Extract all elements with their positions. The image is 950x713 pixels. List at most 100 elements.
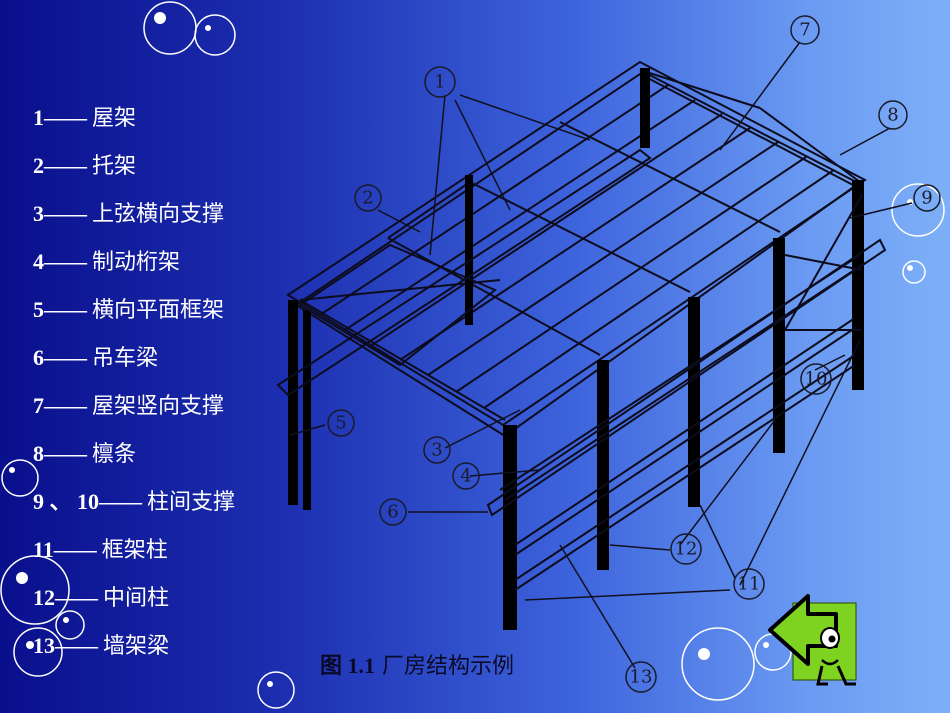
svg-text:7: 7 (799, 20, 810, 41)
leader-lines (289, 41, 913, 669)
callout-1: 1 (424, 66, 456, 98)
legend-dash: —— (44, 441, 87, 466)
legend-label: 横向平面框架 (92, 298, 225, 323)
callout-9: 9 (913, 184, 941, 212)
legend-item: 13——墙架梁 (33, 628, 235, 676)
roof-inner-outline (294, 72, 857, 438)
legend-number: 1 (33, 105, 44, 130)
figure-title: 厂房结构示例 (382, 654, 515, 679)
bubble-icon (681, 627, 755, 701)
legend-number: 9 、 10 (33, 489, 100, 514)
svg-text:3: 3 (431, 440, 442, 461)
svg-text:8: 8 (887, 105, 898, 126)
legend-item: 2——托架 (33, 148, 235, 196)
legend-item: 5——横向平面框架 (33, 292, 235, 340)
column (640, 68, 650, 148)
legend-label: 屋架 (92, 106, 137, 131)
structure-linework (276, 60, 887, 630)
legend-number: 3 (33, 201, 44, 226)
legend-label: 柱间支撑 (147, 490, 236, 515)
pointing-arrow-character-icon[interactable] (768, 594, 857, 686)
bubble-icon (902, 260, 926, 284)
bubble-icon (0, 555, 70, 625)
legend-dash: —— (44, 105, 87, 130)
legend-dash: —— (44, 297, 87, 322)
column (288, 300, 298, 505)
column (465, 175, 473, 325)
legend-dash: —— (44, 249, 87, 274)
callout-7: 7 (790, 15, 820, 45)
svg-text:11: 11 (738, 574, 761, 595)
svg-text:2: 2 (362, 188, 373, 209)
svg-text:9: 9 (921, 188, 932, 209)
legend-label: 制动桁架 (92, 250, 181, 275)
legend-dash: —— (53, 537, 97, 562)
callout-6: 6 (379, 498, 407, 526)
legend-dash: —— (44, 153, 87, 178)
legend-number: 4 (33, 249, 44, 274)
legend-label: 吊车梁 (92, 346, 159, 371)
legend-label: 上弦横向支撑 (92, 202, 225, 227)
callout-3: 3 (423, 436, 451, 464)
legend-number: 6 (33, 345, 44, 370)
svg-text:13: 13 (630, 667, 653, 688)
legend-label: 屋架竖向支撑 (92, 394, 225, 419)
legend-label: 中间柱 (103, 586, 170, 611)
svg-text:1: 1 (434, 72, 445, 93)
roof-truss-front (299, 299, 506, 421)
frame-column (852, 180, 864, 390)
callout-11: 11 (733, 568, 765, 600)
crane-beam-left (276, 148, 652, 397)
frame-column (503, 425, 517, 630)
legend-dash: —— (44, 201, 87, 226)
legend-label: 托架 (92, 154, 137, 179)
roof-outline (286, 60, 867, 427)
callout-12: 12 (670, 533, 702, 565)
legend-dash: —— (55, 633, 98, 658)
frame-column (773, 238, 785, 453)
legend-item: 1——屋架 (33, 100, 235, 148)
bubble-icon (257, 671, 295, 709)
callout-2: 2 (354, 184, 382, 212)
roof-truss (559, 121, 781, 233)
column (303, 310, 311, 510)
bubble-icon (13, 627, 63, 677)
legend-item: 7——屋架竖向支撑 (33, 388, 235, 436)
frame-column (597, 360, 609, 570)
legend-dash: —— (99, 489, 142, 514)
callout-4: 4 (452, 462, 480, 490)
figure-number: 图 1.1 (320, 653, 376, 678)
callout-5: 5 (327, 409, 355, 437)
legend-item: 3——上弦横向支撑 (33, 196, 235, 244)
legend-dash: —— (55, 585, 98, 610)
legend-item: 9 、 10——柱间支撑 (33, 484, 235, 532)
legend-number: 2 (33, 153, 44, 178)
svg-text:5: 5 (335, 413, 346, 434)
legend-item: 11——框架柱 (33, 532, 235, 580)
callout-8: 8 (878, 100, 908, 130)
frame-column (688, 297, 700, 507)
legend-number: 11 (33, 537, 54, 562)
legend-number: 5 (33, 297, 44, 322)
legend-label: 框架柱 (101, 538, 168, 563)
callout-13: 13 (625, 661, 657, 693)
callout-10: 10 (800, 363, 832, 395)
roof-truss-back (639, 69, 863, 186)
legend-label: 檩条 (92, 442, 137, 467)
legend-number: 12 (33, 585, 55, 610)
svg-text:6: 6 (387, 502, 398, 523)
legend-number: 7 (33, 393, 44, 418)
bubble-icon (55, 610, 85, 640)
svg-text:10: 10 (805, 369, 828, 390)
legend-item: 6——吊车梁 (33, 340, 235, 388)
figure-caption: 图 1.1 厂房结构示例 (320, 648, 514, 680)
legend-number: 13 (33, 633, 55, 658)
legend-dash: —— (44, 345, 87, 370)
svg-text:12: 12 (675, 539, 698, 560)
bubble-icon (194, 14, 236, 56)
legend-number: 8 (33, 441, 44, 466)
